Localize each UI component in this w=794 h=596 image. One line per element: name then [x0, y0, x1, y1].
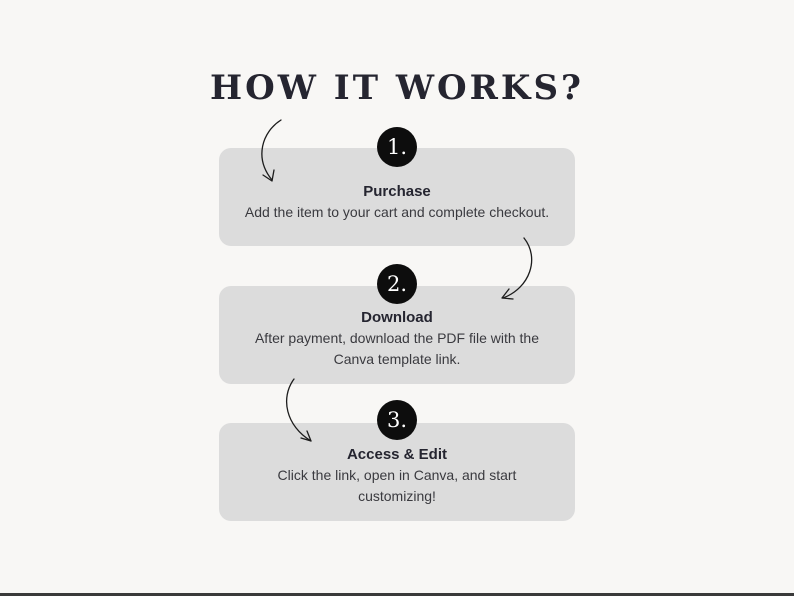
- step-description: Click the link, open in Canva, and start…: [277, 467, 517, 504]
- step-description: After payment, download the PDF file wit…: [254, 330, 540, 367]
- bottom-divider: [0, 593, 794, 596]
- step-number-badge: 1.: [377, 127, 417, 167]
- step-number-badge: 2.: [377, 264, 417, 304]
- step-text: Download After payment, download the PDF…: [219, 308, 575, 370]
- step-heading: Download: [361, 309, 433, 326]
- step-heading: Access & Edit: [346, 446, 448, 463]
- step-text: Purchase Add the item to your cart and c…: [219, 182, 575, 223]
- step-card-download: Download After payment, download the PDF…: [219, 286, 575, 384]
- step-heading: Purchase: [363, 183, 431, 200]
- step-number-badge: 3.: [377, 400, 417, 440]
- step-description: Add the item to your cart and complete c…: [244, 204, 550, 220]
- page-title: HOW IT WORKS?: [210, 68, 584, 108]
- step-text: Access & Edit Click the link, open in Ca…: [219, 445, 575, 507]
